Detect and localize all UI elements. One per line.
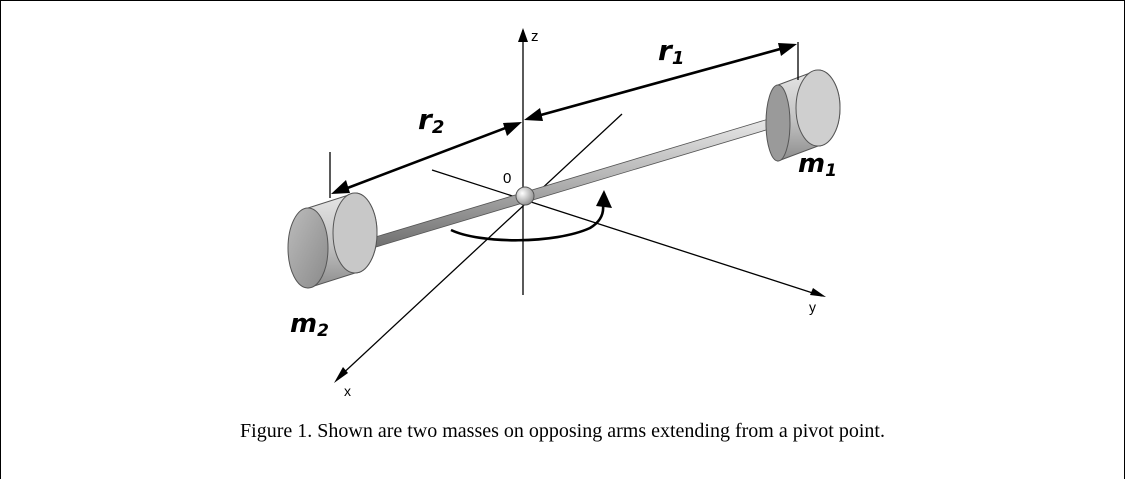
r1-label: r1: [658, 34, 684, 69]
y-axis: [431, 169, 826, 297]
pivot-diagram: z x y 0 r1 r2 m1 m2: [287, 28, 841, 399]
mass-2-cylinder: [287, 192, 378, 289]
z-axis-label: z: [531, 28, 539, 45]
mass-1-cylinder: [765, 69, 841, 162]
m1-label: m1: [798, 149, 837, 181]
dimension-r1: [524, 42, 799, 121]
rotation-arrow: [450, 190, 612, 242]
origin-label: 0: [503, 170, 511, 187]
x-axis: [334, 113, 623, 383]
z-axis: [518, 28, 528, 295]
m2-label: m2: [290, 309, 329, 341]
pivot-point: [515, 186, 535, 206]
y-axis-label: y: [809, 299, 816, 315]
dimension-r2: [329, 122, 522, 198]
x-axis-label: x: [344, 383, 351, 399]
figure-caption: Figure 1. Shown are two masses on opposi…: [240, 420, 885, 442]
r2-label: r2: [418, 103, 444, 138]
